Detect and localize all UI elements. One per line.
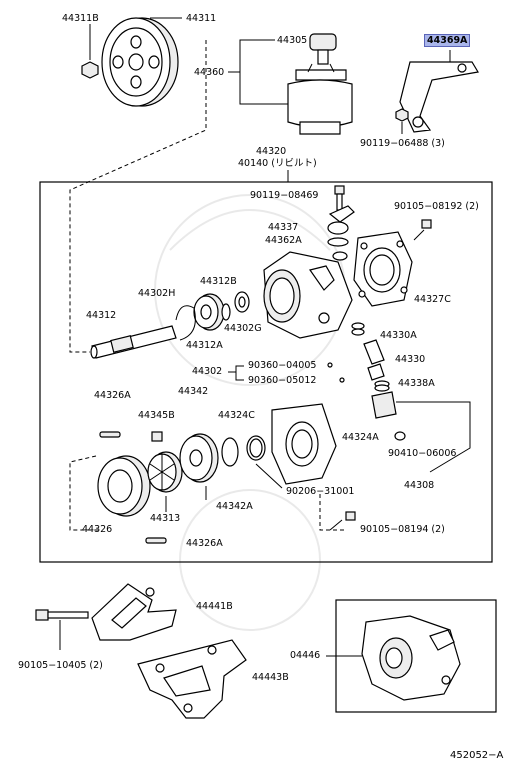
vane-44345B: [151, 431, 163, 442]
label-44313: 44313: [150, 513, 181, 524]
label-90119-06488: 90119−06488 (3): [360, 138, 445, 149]
label-90360-05012: 90360−05012: [248, 375, 317, 386]
plate-44342: [179, 433, 219, 483]
rebuilt-pump-04446: [361, 615, 461, 701]
label-90105-08194: 90105−08194 (2): [360, 524, 445, 535]
label-90410-06006: 90410−06006: [388, 448, 457, 459]
label-44312: 44312: [86, 310, 117, 321]
label-04446: 04446: [290, 650, 321, 661]
label-44342A: 44342A: [216, 501, 253, 512]
bolt-90105-08192: [413, 219, 432, 241]
bracket-44443B: [137, 639, 247, 719]
bearing-44302H: [193, 293, 225, 331]
reservoir-44360: [287, 33, 353, 135]
label-44441B: 44441B: [196, 601, 233, 612]
label-44342: 44342: [178, 386, 209, 397]
cam-ring-44326: [97, 455, 151, 517]
oring-44330A: [351, 322, 365, 336]
rotor-44313: [147, 451, 183, 493]
label-44443B: 44443B: [252, 672, 289, 683]
label-90119-08469: 90119−08469: [250, 190, 319, 201]
oring-44362A: [332, 251, 348, 261]
label-90105-10405: 90105−10405 (2): [18, 660, 103, 671]
snap-ring-44312A: [175, 305, 196, 341]
pin-90360-04005: [327, 362, 333, 368]
oring-44324C: [246, 435, 266, 461]
fitting-44337: [327, 205, 355, 247]
shaft-44312: [90, 325, 177, 359]
bolt-90119-08469: [334, 185, 345, 211]
bracket-44369A: [395, 61, 479, 133]
label-90360-04005: 90360−04005: [248, 360, 317, 371]
label-40140: 40140 (リビルト): [238, 158, 317, 169]
label-44311B: 44311B: [62, 13, 99, 24]
label-44305: 44305: [277, 35, 308, 46]
bracket-44441B: [91, 583, 177, 641]
label-44338A: 44338A: [398, 378, 435, 389]
bolt-90105-10405: [35, 609, 89, 621]
label-44312B: 44312B: [200, 276, 237, 287]
pulley-44311: [101, 17, 179, 107]
valve-44330: [363, 339, 385, 381]
label-44312A: 44312A: [186, 340, 223, 351]
label-90105-08192: 90105−08192 (2): [394, 201, 479, 212]
label-44324C: 44324C: [218, 410, 255, 421]
label-44308: 44308: [404, 480, 435, 491]
label-44326: 44326: [82, 524, 113, 535]
pin-90360-05012: [339, 377, 345, 383]
label-44302G: 44302G: [224, 323, 262, 334]
label-44369A[interactable]: 44369A: [424, 34, 471, 47]
label-44337: 44337: [268, 222, 299, 233]
label-44345B: 44345B: [138, 410, 175, 421]
label-90206-31001: 90206−31001: [286, 486, 355, 497]
nut-44311B: [81, 61, 99, 79]
pin-44326A: [99, 431, 121, 438]
housing-44327C: [353, 231, 413, 307]
pin-44326A-b: [145, 537, 167, 544]
front-housing-44324A: [271, 403, 337, 485]
label-44311: 44311: [186, 13, 217, 24]
label-44330: 44330: [395, 354, 426, 365]
label-44326A-b: 44326A: [186, 538, 223, 549]
washer-44302G: [221, 303, 231, 321]
label-44302H: 44302H: [138, 288, 176, 299]
bolt-90105-08194: [329, 511, 356, 531]
label-44327C: 44327C: [414, 294, 451, 305]
pump-assembly-frame: [39, 181, 493, 563]
label-44330A: 44330A: [380, 330, 417, 341]
label-44360: 44360: [194, 67, 225, 78]
gasket-44342A: [221, 437, 239, 467]
label-44320: 44320: [256, 146, 287, 157]
seal-44312B: [234, 291, 250, 313]
label-44324A: 44324A: [342, 432, 379, 443]
label-44302: 44302: [192, 366, 223, 377]
label-44326A: 44326A: [94, 390, 131, 401]
pump-body-44302: [263, 251, 353, 339]
oring-90410-06006: [394, 431, 406, 441]
diagram-code: 452052−A: [450, 750, 504, 761]
spring-44338A: [374, 380, 390, 392]
label-44362A: 44362A: [265, 235, 302, 246]
plug-44308: [371, 391, 397, 419]
